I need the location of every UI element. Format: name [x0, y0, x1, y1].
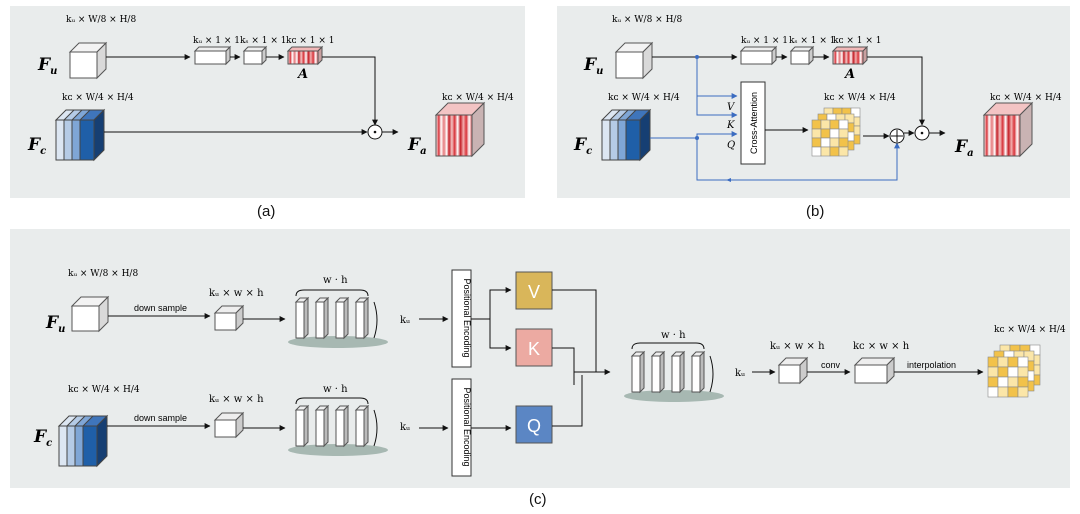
V-block-label: V: [528, 282, 540, 302]
kc-w-h-label: kᴄ × w × h: [853, 341, 910, 352]
conv-kc-label-b: kᴄ × 1 × 1: [833, 36, 881, 46]
attention-map-stack-b: [811, 107, 861, 157]
Q-block-label: Q: [527, 416, 541, 436]
downsampled-c: [213, 411, 245, 439]
token-bar: [314, 296, 330, 340]
K-block-label: K: [528, 339, 540, 359]
positional-encoding-label-top: Positional Encoding: [462, 278, 472, 357]
ku-label-output: kᵤ: [735, 368, 745, 379]
A-label-b: A: [843, 67, 855, 82]
A-label: A: [296, 67, 308, 82]
K-input-label-b: K: [726, 120, 735, 131]
w-h-label-bottom: w · h: [323, 384, 348, 395]
conv-output: [853, 356, 896, 385]
token-bar: [670, 350, 686, 394]
fa-dim-label-b: kᴄ × W/4 × H/4: [990, 93, 1062, 103]
token-bar: [334, 404, 350, 448]
token-bar: [314, 404, 330, 448]
fc-label: Fc: [27, 135, 46, 157]
tokens-bottom: [288, 397, 388, 456]
w-h-label-top: w · h: [323, 275, 348, 286]
attention-vector-A-b: [831, 45, 869, 66]
conv-ku-label: kᵤ × 1 × 1: [193, 36, 240, 46]
cross-attention-box: [740, 81, 766, 165]
token-bar: [294, 404, 310, 448]
conv-ku-block-b: [739, 45, 778, 66]
Q-block: [515, 405, 553, 444]
fa-label-b: Fa: [954, 137, 974, 159]
panel-b: kᵤ × W/8 × H/8 Fu kᵤ × 1 × 1 kₛ × 1 × 1 …: [557, 6, 1070, 220]
panel-a: kᵤ × W/8 × H/8 Fu kᵤ × 1 × 1 kₛ × 1 × 1 …: [10, 6, 525, 220]
attention-map-stack-c: [987, 344, 1041, 398]
fu-cube: [68, 41, 108, 80]
conv-ks-block-b: [789, 45, 815, 66]
fc-label-c: Fc: [33, 427, 52, 449]
token-bar: [334, 296, 350, 340]
fc-stack: [54, 108, 106, 162]
caption-c: (c): [529, 491, 547, 508]
fu-dim-label: kᵤ × W/8 × H/8: [66, 15, 136, 25]
fu-label-c: Fu: [45, 313, 65, 335]
fc-stack-c: [57, 414, 109, 468]
output-dim-label-c: kᴄ × W/4 × H/4: [994, 325, 1066, 335]
conv-ku-label-b: kᵤ × 1 × 1: [741, 36, 788, 46]
fa-label-a: Fa: [407, 135, 427, 157]
conv-ks-block: [242, 45, 268, 66]
caption-a: (a): [257, 203, 275, 220]
token-bar: [354, 404, 370, 448]
down-sample-label-top: down sample: [134, 303, 187, 313]
token-bar: [690, 350, 706, 394]
fc-label-b: Fc: [573, 135, 592, 157]
cross-attention-label: Cross-Attention: [749, 92, 759, 154]
Q-input-label-b: Q: [727, 140, 735, 151]
fa-dim-label-a: kᴄ × W/4 × H/4: [442, 93, 514, 103]
fu-dim-label-b: kᵤ × W/8 × H/8: [612, 15, 682, 25]
conv-label: conv: [821, 360, 841, 370]
V-input-label-b: V: [727, 102, 736, 113]
conv-ku-block: [193, 45, 232, 66]
panel-c: kᵤ × W/8 × H/8 Fu down sample kᵤ × w × h…: [10, 229, 1070, 508]
panel-b-background: [557, 6, 1070, 198]
fc-dim-label: kᴄ × W/4 × H/4: [62, 93, 134, 103]
token-bar: [630, 350, 646, 394]
tokens-top: [288, 289, 388, 348]
interpolation-label: interpolation: [907, 360, 956, 370]
down-sample-label-bottom: down sample: [134, 413, 187, 423]
tokens-output: [624, 342, 724, 402]
attention-layer: [811, 119, 849, 157]
token-bar: [294, 296, 310, 340]
fu-label-b: Fu: [583, 55, 603, 77]
reshaped-u: [777, 356, 809, 385]
positional-encoding-label-bottom: Positional Encoding: [462, 387, 472, 466]
conv-ks-label-b: kₛ × 1 × 1: [789, 36, 835, 46]
token-bar: [354, 296, 370, 340]
fa-output-b: [982, 101, 1034, 158]
fc-stack-b: [600, 108, 652, 162]
caption-b: (b): [806, 203, 824, 220]
fu-label: Fu: [37, 55, 57, 77]
panel-a-background: [10, 6, 525, 198]
fu-cube-c: [70, 295, 110, 333]
downsampled-u: [213, 304, 245, 332]
ku-label-bottom: kᵤ: [400, 422, 410, 433]
token-bar: [650, 350, 666, 394]
K-block: [515, 328, 553, 367]
fu-cube-b: [614, 41, 654, 80]
fc-dim-label-b: kᴄ × W/4 × H/4: [608, 93, 680, 103]
ku-w-h-label-output: kᵤ × w × h: [770, 341, 825, 352]
attention-layer: [987, 356, 1029, 398]
attn-dim-label-b: kᴄ × W/4 × H/4: [824, 93, 896, 103]
w-h-label-output: w · h: [661, 330, 686, 341]
ku-w-h-label-top: kᵤ × w × h: [209, 288, 264, 299]
fa-output-a: [434, 101, 486, 158]
conv-kc-label: kᴄ × 1 × 1: [286, 36, 334, 46]
attention-vector-A: [286, 45, 324, 66]
ku-label-top: kᵤ: [400, 315, 410, 326]
fu-dim-label-c: kᵤ × W/8 × H/8: [68, 269, 138, 279]
ku-w-h-label-bottom: kᵤ × w × h: [209, 394, 264, 405]
fc-dim-label-c: kᴄ × W/4 × H/4: [68, 385, 140, 395]
conv-ks-label: kₛ × 1 × 1: [240, 36, 286, 46]
